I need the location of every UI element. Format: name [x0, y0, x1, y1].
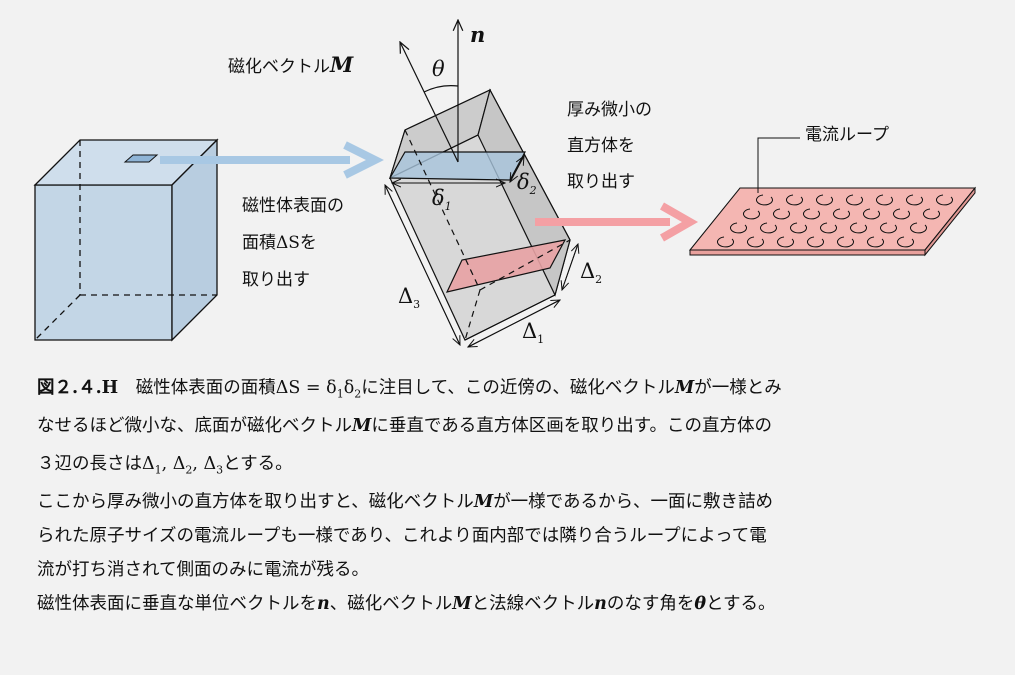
current-loop	[717, 236, 734, 248]
vectors	[400, 20, 459, 163]
caption-line: ３辺の長さはΔ1, Δ2, Δ3とする。	[37, 449, 782, 487]
caption-text: 1	[154, 463, 162, 477]
current-loop	[863, 208, 880, 220]
magnet-block	[33, 138, 219, 342]
current-loop	[760, 222, 777, 234]
label-delta2: δ2	[517, 170, 537, 198]
caption-text: のなす角を	[606, 594, 695, 614]
caption-text: 1	[336, 387, 344, 401]
label-delta1: δ1	[432, 186, 452, 214]
caption-line: 流が打ち消されて側面のみに電流が残る。	[37, 555, 782, 589]
current-loop	[923, 208, 940, 220]
caption-text: 3	[216, 463, 224, 477]
caption-text: 磁性体表面の面積ΔS = δ	[118, 378, 337, 398]
label-D2: Δ2	[580, 259, 603, 287]
current-loop	[833, 208, 850, 220]
caption-text: n	[594, 594, 607, 614]
caption-text: とする。	[223, 454, 293, 474]
label-theta: θ	[432, 57, 445, 81]
label-magnetization: 磁化ベクトルM	[228, 52, 354, 77]
caption-text: M	[452, 594, 472, 614]
current-loop	[816, 194, 833, 206]
caption-line: 磁性体表面に垂直な単位ベクトルをn、磁化ベクトルMと法線ベクトルnのなす角をθと…	[37, 589, 782, 623]
caption-text: θ	[694, 594, 707, 614]
current-loop	[756, 194, 773, 206]
current-loop	[867, 236, 884, 248]
red-arrow	[535, 202, 699, 242]
caption-text: M	[473, 492, 494, 512]
current-loop	[730, 222, 747, 234]
label-surface-area: 磁性体表面の面積ΔSを取り出す	[242, 196, 344, 290]
current-loop	[876, 194, 893, 206]
current-loop	[786, 194, 803, 206]
label-D3: Δ3	[398, 284, 421, 312]
theta-arc	[423, 85, 459, 93]
caption-text: 図２.４.H	[37, 378, 119, 398]
caption-text: と法線ベクトル	[471, 594, 595, 614]
current-loop	[803, 208, 820, 220]
caption-text: M	[674, 378, 695, 398]
caption-text: 2	[354, 387, 362, 401]
current-loop	[850, 222, 867, 234]
caption-line: られた原子サイズの電流ループも一様であり、これより面内部では隣り合うループによっ…	[37, 521, 782, 555]
label-n: n	[470, 22, 486, 47]
label-thin-box: 厚み微小の直方体を取り出す	[567, 100, 652, 192]
caption-text: とする。	[706, 594, 776, 614]
current-loop	[743, 208, 760, 220]
caption-text: , Δ	[161, 454, 186, 474]
caption-text: ３辺の長さはΔ	[37, 454, 155, 474]
current-loop	[910, 222, 927, 234]
caption-text: が一様とみ	[694, 378, 782, 398]
figure-caption: 図２.４.H 磁性体表面の面積ΔS = δ1δ2に注目して、この近傍の、磁化ベク…	[37, 373, 782, 623]
current-loop	[807, 236, 824, 248]
label-current-loop: 電流ループ	[805, 125, 889, 145]
current-loop	[893, 208, 910, 220]
caption-text: , Δ	[192, 454, 217, 474]
current-loop	[897, 236, 914, 248]
caption-text: 流が打ち消されて側面のみに電流が残る。	[37, 560, 369, 580]
caption-text: δ	[343, 378, 355, 398]
current-loop	[747, 236, 764, 248]
magnetization-vector-M	[400, 42, 459, 163]
current-loop	[777, 236, 794, 248]
caption-line: 図２.４.H 磁性体表面の面積ΔS = δ1δ2に注目して、この近傍の、磁化ベク…	[37, 373, 782, 411]
tilted-box	[388, 88, 571, 341]
caption-line: なせるほど微小な、底面が磁化ベクトルMに垂直である直方体区画を取り出す。この直方…	[37, 411, 782, 449]
caption-text: n	[317, 594, 330, 614]
caption-text: 2	[185, 463, 193, 477]
current-loop-plate	[688, 137, 977, 257]
current-loop	[906, 194, 923, 206]
caption-text: 、磁化ベクトル	[329, 594, 453, 614]
current-loop	[837, 236, 854, 248]
current-loop	[846, 194, 863, 206]
caption-text: に垂直である直方体区画を取り出す。この直方体の	[371, 416, 772, 436]
caption-text: に注目して、この近傍の、磁化ベクトル	[361, 378, 675, 398]
dimension-lines	[385, 156, 578, 347]
current-loop	[936, 194, 953, 206]
caption-text: 磁性体表面に垂直な単位ベクトルを	[37, 594, 317, 614]
diagram	[33, 0, 977, 370]
caption-text: ここから厚み微小の直方体を取り出すと、磁化ベクトル	[37, 492, 474, 512]
caption-text: M	[352, 416, 372, 436]
current-loop	[820, 222, 837, 234]
caption-text: られた原子サイズの電流ループも一様であり、これより面内部では隣り合うループによっ…	[37, 526, 767, 546]
current-loop	[790, 222, 807, 234]
current-loop	[880, 222, 897, 234]
blue-arrow	[160, 141, 384, 179]
label-D1: Δ1	[522, 319, 545, 347]
caption-text: が一様であるから、一面に敷き詰め	[493, 492, 774, 512]
caption-text: なせるほど微小な、底面が磁化ベクトル	[37, 416, 352, 436]
caption-line: ここから厚み微小の直方体を取り出すと、磁化ベクトルMが一様であるから、一面に敷き…	[37, 487, 782, 521]
current-loop	[773, 208, 790, 220]
